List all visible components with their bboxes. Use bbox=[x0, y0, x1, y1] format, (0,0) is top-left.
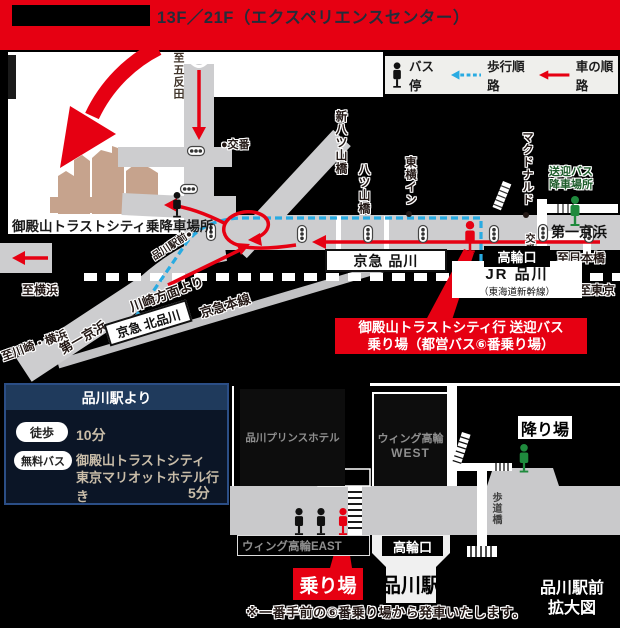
bus-destination-line2: 東京マリオットホテル行き bbox=[76, 470, 220, 504]
banner-floor-label: 13F／21F（エクスペリエンスセンター） bbox=[157, 9, 470, 27]
boarding-box: 乗り場 bbox=[293, 568, 363, 600]
car-route-arrow-icon bbox=[539, 70, 570, 80]
legend: バス停 歩行順路 車の順路 bbox=[385, 56, 618, 94]
bridge-mark bbox=[336, 216, 341, 250]
bus-destination-line1: 御殿山トラストシティ bbox=[76, 453, 205, 468]
road-diagonal bbox=[16, 233, 228, 382]
bus-stop-legend-icon bbox=[393, 62, 401, 88]
takanawa-exit-box: 高輪口 bbox=[484, 246, 550, 267]
road-stub-to-building bbox=[121, 193, 206, 219]
shin-yatsuyama-bridge-label: 新八ツ山橋 bbox=[334, 110, 348, 175]
keikyu-shinagawa-box: 京急 品川 bbox=[325, 249, 447, 272]
wing-west-label-2: WEST bbox=[391, 446, 430, 460]
toyoko-inn-label: 東横イン bbox=[404, 156, 416, 206]
title-banner: 13F／21F（エクスペリエンスセンター） bbox=[0, 0, 620, 50]
walk-pill: 徒歩 bbox=[16, 422, 68, 442]
jr-shinkansen-label: （東海道新幹線） bbox=[478, 287, 555, 298]
station-map-note: ※一番手前の⑥番乗り場から発車いたします。 bbox=[246, 605, 526, 620]
takanawa-exit-box-enlarged: 高輪口 bbox=[382, 536, 443, 556]
to-gotanda-label: 至五反田 bbox=[172, 52, 184, 100]
wing-east-label: ウィング高輪EAST bbox=[242, 540, 342, 553]
shuttle-callout-line1: 御殿山トラストシティ行 送迎バス bbox=[358, 320, 564, 335]
to-tokyo-label: 至東京 bbox=[579, 283, 616, 297]
access-info-box: 品川駅より 徒歩 10分 無料バス 御殿山トラストシティ 東京マリオットホテル行… bbox=[4, 383, 229, 505]
mcdonalds-label: マクドナルド bbox=[521, 131, 533, 206]
legend-car-route-label: 車の順路 bbox=[575, 60, 614, 93]
shinagawa-station-label: 品川駅 bbox=[381, 574, 441, 597]
road-shin-yatsuyama bbox=[229, 129, 351, 259]
daiichi-keihin-east-label: 第一京浜 bbox=[551, 224, 607, 240]
road-wavy-end bbox=[180, 60, 218, 68]
station-map-title-2: 拡大図 bbox=[547, 600, 596, 617]
legend-walk-route-label: 歩行順路 bbox=[487, 60, 525, 93]
prince-hotel-block: 品川プリンスホテル bbox=[240, 389, 345, 486]
drop-off-box: 降り場 bbox=[515, 413, 575, 442]
to-yokohama-label: 至横浜 bbox=[22, 283, 59, 297]
wing-west-block: ウィング高輪 WEST bbox=[372, 392, 447, 486]
koban-top-label: ●交番 bbox=[221, 139, 250, 151]
shuttle-dropoff-label-2: 降車場所 bbox=[549, 179, 593, 191]
big-red-arrow bbox=[60, 41, 162, 168]
left-building-block bbox=[8, 55, 16, 99]
jr-shinagawa-label: JR 品川 bbox=[485, 266, 549, 283]
walk-route-arrow-icon bbox=[450, 70, 482, 80]
wing-east-strip: ウィング高輪EAST bbox=[237, 535, 370, 556]
bridge-mark bbox=[384, 216, 389, 250]
koban-right-label: 交番 bbox=[523, 233, 534, 255]
station-map-title-1: 品川駅前 bbox=[539, 580, 604, 597]
trust-city-stop-label: 御殿山トラストシティ乗降車場所 bbox=[12, 219, 214, 234]
shuttle-dropoff-label-1: 送迎バス bbox=[549, 166, 593, 178]
info-box-title: 品川駅より bbox=[6, 385, 227, 410]
bus-time: 5分 bbox=[188, 485, 210, 501]
shuttle-callout-line2: 乗り場（都営バス⑥番乗り場） bbox=[367, 337, 555, 352]
redacted-label-box bbox=[12, 5, 150, 26]
footbridge-label: 歩道橋 bbox=[490, 492, 501, 525]
legend-bus-stop-label: バス停 bbox=[408, 60, 434, 93]
free-bus-pill: 無料バス bbox=[14, 451, 72, 470]
station-map-title-box: 品川駅前 拡大図 bbox=[531, 576, 613, 622]
wing-west-label-1: ウィング高輪 bbox=[377, 433, 444, 445]
yatsuyama-bridge-label: 八ツ山橋 bbox=[357, 163, 371, 215]
shuttle-callout-box: 御殿山トラストシティ行 送迎バス 乗り場（都営バス⑥番乗り場） bbox=[335, 318, 587, 354]
walk-time: 10分 bbox=[76, 427, 106, 443]
prince-hotel-label: 品川プリンスホテル bbox=[245, 432, 340, 444]
toyoko-inn-dot bbox=[406, 211, 412, 217]
mcdonalds-dot bbox=[523, 212, 529, 218]
jr-shinagawa-box: JR 品川 （東海道新幹線） bbox=[452, 261, 582, 298]
